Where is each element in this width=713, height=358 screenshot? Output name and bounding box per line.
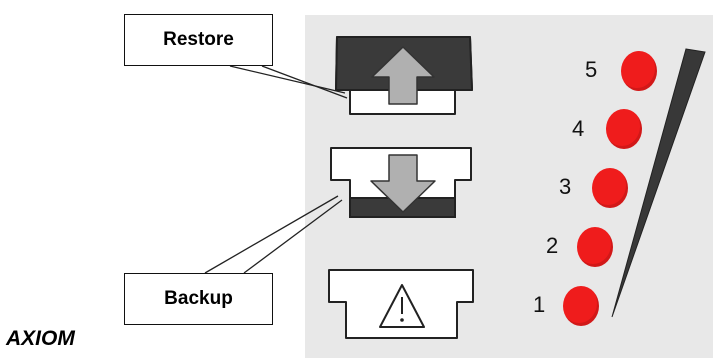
warning-triangle-icon — [379, 284, 425, 328]
backup-button[interactable] — [330, 147, 472, 218]
backup-callout-leader — [204, 195, 343, 274]
restore-callout-leader — [229, 65, 348, 99]
warning-button[interactable] — [328, 269, 474, 339]
led-label-4: 4 — [572, 116, 585, 141]
level-wedge-indicator — [611, 48, 706, 318]
arrow-up-icon — [371, 46, 435, 105]
brand-label: AXIOM — [6, 327, 75, 350]
arrow-down-icon — [370, 154, 436, 213]
restore-callout: Restore — [124, 14, 273, 66]
restore-button[interactable] — [335, 36, 473, 115]
led-label-5: 5 — [585, 57, 598, 82]
led-1 — [563, 286, 599, 326]
led-4 — [606, 109, 642, 149]
backup-callout: Backup — [124, 273, 273, 325]
led-3 — [592, 168, 628, 208]
led-5 — [621, 51, 657, 91]
led-label-2: 2 — [546, 233, 559, 258]
led-2 — [577, 227, 613, 267]
led-label-1: 1 — [533, 292, 546, 317]
led-label-3: 3 — [559, 174, 572, 199]
